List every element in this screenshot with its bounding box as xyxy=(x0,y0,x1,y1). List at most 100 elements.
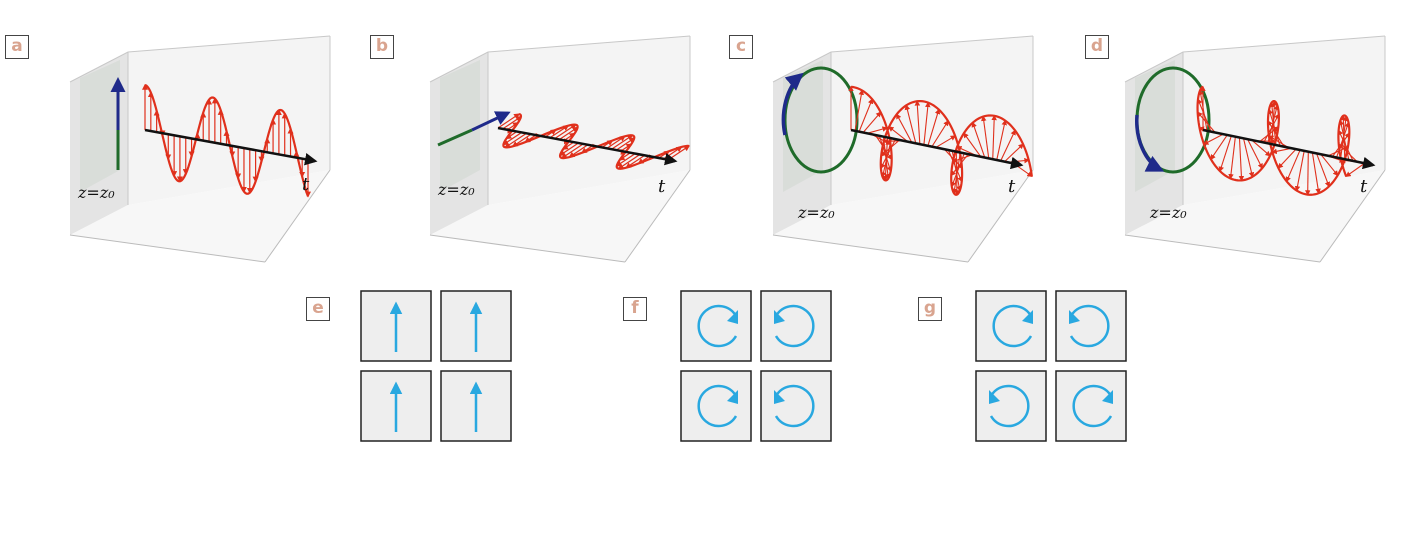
field-arrow xyxy=(1304,151,1311,196)
rotation-arc xyxy=(992,304,1033,348)
field-arrow xyxy=(1210,134,1228,161)
field-arrow xyxy=(1345,162,1366,177)
rotation-arc xyxy=(774,304,815,348)
panel-label-f: f xyxy=(623,297,647,321)
field-arrow xyxy=(617,154,640,170)
polarization-vector xyxy=(781,72,804,136)
t-axis-label: t xyxy=(1008,176,1016,197)
field-arrow xyxy=(504,132,527,148)
field-arrow xyxy=(1004,143,1024,162)
field-arrow xyxy=(1228,136,1236,180)
field-arrow xyxy=(1203,133,1224,145)
cw-circle-icon xyxy=(975,290,1047,362)
field-arrow xyxy=(904,104,917,144)
field-arrow xyxy=(923,101,931,145)
icon-cell xyxy=(975,290,1047,362)
rotation-arc xyxy=(1072,384,1113,428)
field-arrow xyxy=(963,132,982,157)
time-axis xyxy=(850,128,1024,170)
t-axis-label: t xyxy=(1360,176,1368,197)
rotation-arc xyxy=(989,384,1030,428)
up-arrow-icon xyxy=(440,370,512,442)
box-floor xyxy=(70,170,330,262)
icon-cell xyxy=(760,290,832,362)
rotation-arrowhead xyxy=(1102,390,1113,404)
field-arrow xyxy=(880,138,897,170)
field-arrow xyxy=(1277,148,1297,169)
rotation-arc xyxy=(697,304,738,348)
field-arrow xyxy=(996,119,1007,160)
panel-label-a: a xyxy=(5,35,29,59)
cw-circle-icon xyxy=(680,290,752,362)
field-arrow xyxy=(981,115,990,159)
field-arrow xyxy=(1320,153,1339,177)
field-arrow xyxy=(1251,139,1271,157)
field-arrow xyxy=(561,143,584,159)
field-arrow xyxy=(1218,135,1232,173)
field-arrow xyxy=(1267,108,1281,146)
time-axis xyxy=(1202,128,1376,170)
field-arrow xyxy=(1196,111,1216,133)
field-arrow xyxy=(1000,129,1016,161)
icon-cell xyxy=(680,290,752,362)
field-arrow xyxy=(1198,89,1208,131)
field-arrow xyxy=(991,114,997,159)
ccw-circle-icon xyxy=(1055,290,1127,362)
box-edge-front xyxy=(1124,234,1321,263)
up-arrow-icon xyxy=(360,370,432,442)
position-label: z=z₀ xyxy=(437,180,475,199)
polarization-array-g xyxy=(975,290,1127,442)
field-arrow xyxy=(858,98,874,132)
up-arrow-icon xyxy=(440,290,512,362)
field-arrow xyxy=(888,126,909,142)
box-edge-front xyxy=(772,234,969,263)
time-axis xyxy=(144,128,318,166)
rotation-arrowhead xyxy=(727,390,738,404)
rotation-arrowhead xyxy=(989,390,1000,404)
polarization-array-e xyxy=(360,290,512,442)
field-arrow xyxy=(867,126,888,134)
field-arrow xyxy=(1294,150,1305,192)
field-arrow xyxy=(931,120,949,147)
t-axis-label: t xyxy=(302,174,310,195)
trace-line xyxy=(437,128,473,147)
box-floor xyxy=(430,170,690,262)
box-edge-side xyxy=(624,169,691,263)
position-label: z=z₀ xyxy=(1149,203,1187,222)
circular-wave-panel-d: z=z₀ t xyxy=(1124,35,1386,263)
field-arrow xyxy=(951,154,973,163)
box-edge-side xyxy=(264,169,331,263)
box-floor xyxy=(773,170,1033,262)
field-arrow xyxy=(1315,152,1331,188)
panel-label-g: g xyxy=(918,297,942,321)
field-arrow xyxy=(1337,143,1358,162)
box-edge-side xyxy=(1319,169,1386,263)
ccw-circle-icon xyxy=(760,370,832,442)
field-arrow xyxy=(935,135,957,148)
t-axis-label: t xyxy=(658,176,666,197)
icon-cell xyxy=(1055,290,1127,362)
circular-wave-panel-c: z=z₀t xyxy=(772,35,1034,263)
field-arrow xyxy=(914,100,921,145)
field-arrow xyxy=(1238,137,1245,182)
rotation-arrowhead xyxy=(1022,310,1033,324)
rotation-arrowhead xyxy=(774,390,785,404)
polarization-array-f xyxy=(680,290,832,442)
rotation-arrowhead xyxy=(774,310,785,324)
icon-cell xyxy=(975,370,1047,442)
rotation-arc xyxy=(697,384,738,428)
field-arrow xyxy=(1242,138,1255,178)
polarization-vector xyxy=(1135,114,1165,172)
field-arrow xyxy=(862,111,882,133)
panel-label-c: c xyxy=(729,35,753,59)
position-label: z=z₀ xyxy=(77,183,115,202)
field-arrow xyxy=(1311,152,1321,195)
icon-cell xyxy=(680,370,752,442)
box-edge-front xyxy=(69,234,266,263)
wave-curve xyxy=(502,112,690,170)
ccw-circle-icon xyxy=(975,370,1047,442)
field-arrow xyxy=(1285,149,1301,183)
field-arrow xyxy=(1197,98,1212,132)
polarization-vector xyxy=(471,111,511,132)
rotation-arc xyxy=(1069,304,1110,348)
